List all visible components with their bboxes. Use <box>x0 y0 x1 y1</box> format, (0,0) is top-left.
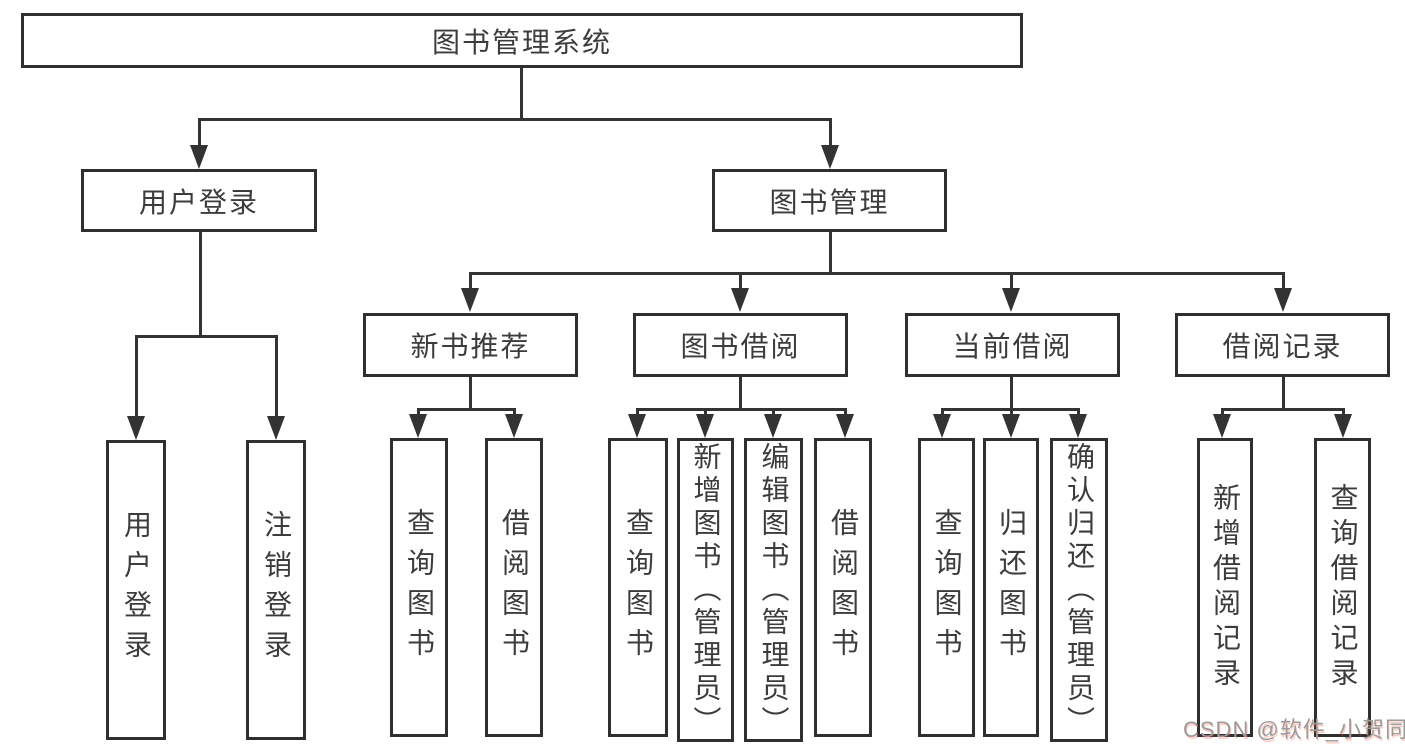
connector-line <box>198 118 832 121</box>
arrowhead-down-icon <box>461 288 479 312</box>
arrowhead-down-icon <box>1334 414 1352 438</box>
connector-line <box>1010 377 1013 408</box>
arrowhead-down-icon <box>127 416 145 440</box>
node-user-login: 用户登录 <box>81 169 317 232</box>
connector-line <box>520 68 523 118</box>
arrowhead-down-icon <box>190 145 208 169</box>
connector-line <box>1342 408 1345 416</box>
node-current-borrowing: 当前借阅 <box>905 313 1120 377</box>
node-label: 查询借阅记录 <box>1327 482 1359 693</box>
node-book-management: 图书管理 <box>712 169 947 232</box>
connector-line <box>1282 377 1285 408</box>
connector-line <box>636 408 639 416</box>
arrowhead-down-icon <box>696 414 714 438</box>
connector-line <box>135 335 138 420</box>
connector-line <box>829 118 832 148</box>
arrowhead-down-icon <box>1274 288 1292 312</box>
node-new-book-recommendation: 新书推荐 <box>363 313 578 377</box>
arrowhead-down-icon <box>505 414 523 438</box>
node-label: 当前借阅 <box>952 331 1073 362</box>
node-label: 查询图书 <box>404 507 435 668</box>
connector-line <box>1077 408 1080 416</box>
arrowhead-down-icon <box>1002 414 1020 438</box>
arrowhead-down-icon <box>1002 288 1020 312</box>
connector-line <box>1010 272 1013 292</box>
connector-line <box>739 272 742 292</box>
arrowhead-down-icon <box>933 414 951 438</box>
arrowhead-down-icon <box>836 414 854 438</box>
node-label: 新增借阅记录 <box>1210 482 1241 693</box>
arrowhead-down-icon <box>731 288 749 312</box>
csdn-watermark: CSDN @软件_小贺同学 <box>1183 717 1405 742</box>
connector-line <box>739 377 742 408</box>
arrowhead-down-icon <box>267 416 285 440</box>
node-label: 图书管理系统 <box>431 26 612 58</box>
node-label: 借阅图书 <box>499 507 530 668</box>
node-label: 确认归还（管理员） <box>1064 441 1095 739</box>
connector-line <box>513 408 516 416</box>
node-label: 归还图书 <box>996 507 1027 668</box>
connector-line <box>417 408 420 416</box>
node-label: 借阅图书 <box>828 507 859 668</box>
leaf-logout: 注销登录 <box>246 440 306 740</box>
arrowhead-down-icon <box>764 414 782 438</box>
connector-line <box>469 272 1284 275</box>
node-label: 图书管理 <box>769 186 890 218</box>
leaf-return-books: 归还图书 <box>983 438 1039 737</box>
arrowhead-down-icon <box>1213 414 1231 438</box>
connector-line <box>469 377 472 408</box>
connector-line <box>135 335 278 338</box>
leaf-query-books-borrow: 查询图书 <box>608 438 668 737</box>
node-borrowing-records: 借阅记录 <box>1175 313 1390 377</box>
arrowhead-down-icon <box>1069 414 1087 438</box>
node-label: 用户登录 <box>138 186 259 218</box>
leaf-borrow-books: 借阅图书 <box>814 438 872 737</box>
connector-line <box>199 232 202 335</box>
node-label: 新书推荐 <box>410 331 531 362</box>
node-book-borrowing: 图书借阅 <box>633 313 848 377</box>
connector-line <box>417 408 516 411</box>
connector-line <box>1221 408 1224 416</box>
arrowhead-down-icon <box>628 414 646 438</box>
leaf-query-borrow-record: 查询借阅记录 <box>1314 438 1371 737</box>
node-label: 新增图书（管理员） <box>690 441 722 739</box>
connector-line <box>772 408 775 416</box>
connector-line <box>844 408 847 416</box>
arrowhead-down-icon <box>409 414 427 438</box>
connector-line <box>1282 272 1285 292</box>
leaf-edit-books-admin: 编辑图书（管理员） <box>744 438 803 742</box>
leaf-borrow-books-recommend: 借阅图书 <box>485 438 543 737</box>
node-label: 用户登录 <box>121 510 152 670</box>
connector-line <box>469 272 472 292</box>
connector-line <box>636 408 847 411</box>
connector-line <box>704 408 707 416</box>
node-label: 借阅记录 <box>1222 331 1343 362</box>
leaf-add-books-admin: 新增图书（管理员） <box>677 438 734 742</box>
connector-line <box>829 232 832 272</box>
connector-line <box>198 118 201 148</box>
node-label: 查询图书 <box>623 507 654 668</box>
node-label: 查询图书 <box>931 507 963 668</box>
leaf-confirm-return-admin: 确认归还（管理员） <box>1050 438 1108 742</box>
node-label: 图书借阅 <box>680 331 801 362</box>
leaf-query-books-current: 查询图书 <box>918 438 975 737</box>
connector-line <box>1221 408 1345 411</box>
connector-line <box>1010 408 1013 416</box>
node-label: 编辑图书（管理员） <box>758 441 790 739</box>
leaf-query-books-recommend: 查询图书 <box>390 438 448 737</box>
leaf-user-login: 用户登录 <box>106 440 166 740</box>
connector-line <box>941 408 944 416</box>
node-label: 注销登录 <box>261 510 292 670</box>
leaf-add-borrow-record: 新增借阅记录 <box>1197 438 1253 737</box>
node-root-library-system: 图书管理系统 <box>21 13 1023 68</box>
arrowhead-down-icon <box>821 145 839 169</box>
connector-line <box>275 335 278 420</box>
